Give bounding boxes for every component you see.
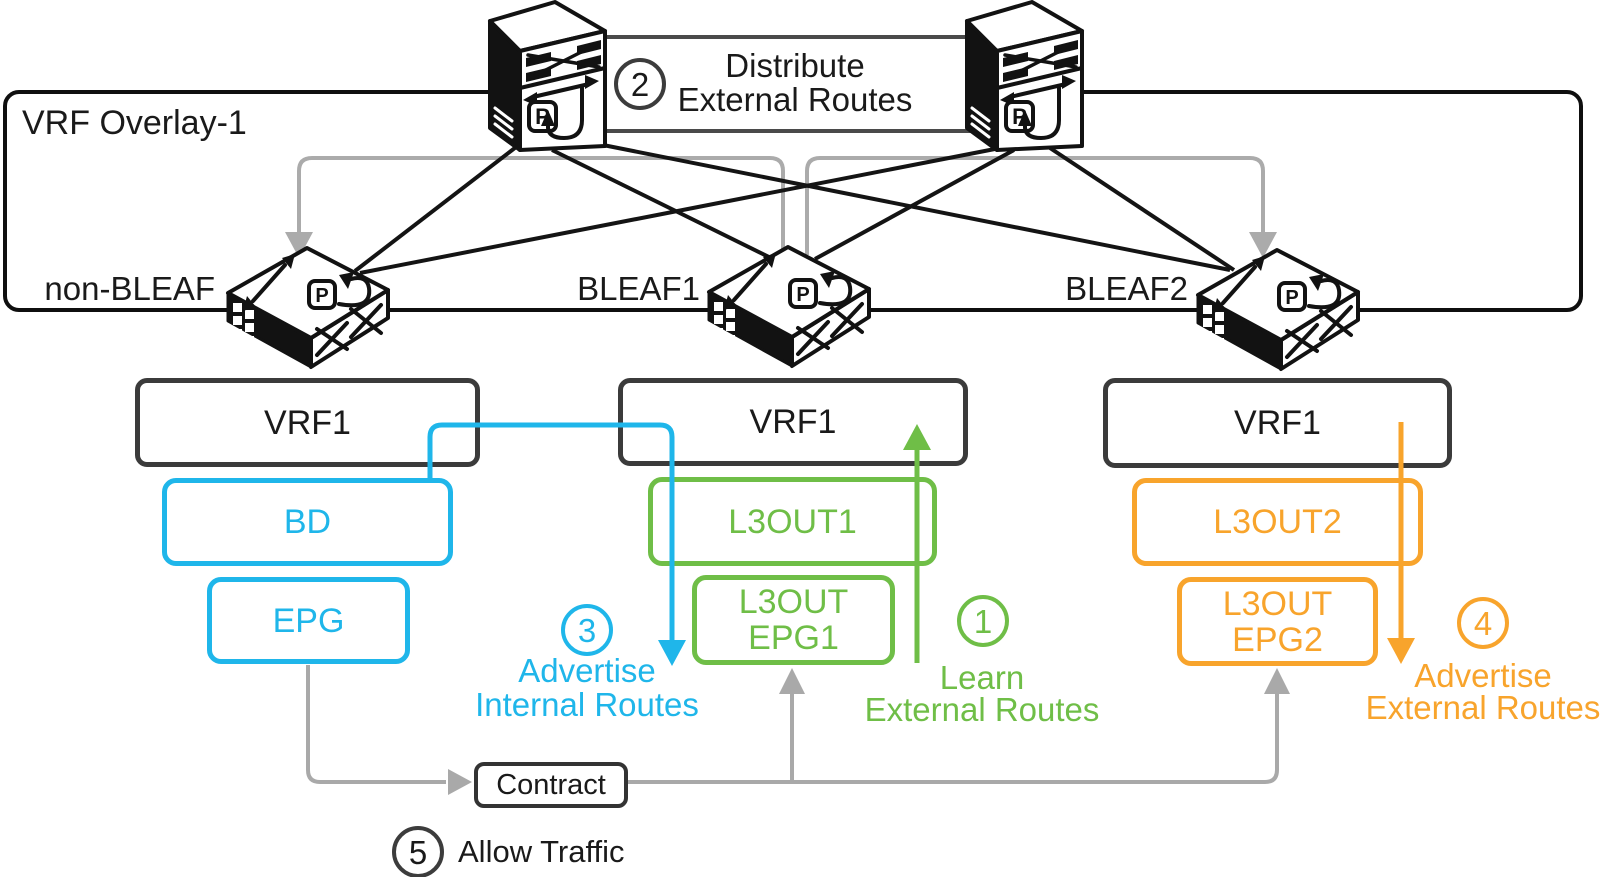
vrf1-box-bleaf1: VRF1 [618,378,968,466]
step-3-text-line1: Advertise [518,652,656,689]
step-1-text-line2: External Routes [864,691,1100,728]
vrf-overlay-label: VRF Overlay-1 [22,104,247,142]
l3out-epg1-line2: EPG1 [748,619,839,657]
gray-up-arrow-icon [779,668,805,694]
leaf-label-bleaf2: BLEAF2 [1065,270,1188,307]
l3out-epg2-box: L3OUT EPG2 [1177,577,1378,666]
contract-box: Contract [474,762,628,808]
step-3-badge: 3 [561,604,613,656]
gray-up-arrow-icon [1264,668,1290,694]
l3out-epg2-line2: EPG2 [1232,620,1323,659]
leaf-label-non-bleaf: non-BLEAF [44,270,215,307]
l3out-epg1-line1: L3OUT [738,583,849,621]
l3out2-box: L3OUT2 [1132,478,1423,566]
l3out-epg1-box: L3OUT EPG1 [692,575,895,665]
vrf1-box-non-bleaf: VRF1 [135,378,480,467]
step-4-text-line2: External Routes [1365,689,1600,726]
step-4-text-line1: Advertise [1414,657,1552,694]
epg-box: EPG [207,577,410,664]
step-1-badge: 1 [957,595,1009,647]
step-3-text-line2: Internal Routes [475,686,699,723]
step-5-text: Allow Traffic [458,834,625,869]
vrf1-box-bleaf2: VRF1 [1103,378,1452,468]
bd-box: BD [162,478,453,566]
l3out1-box: L3OUT1 [648,477,937,566]
l3out-epg2-line1: L3OUT [1222,584,1333,623]
gray-right-arrow-icon [448,769,472,795]
step-2-text-line1: Distribute [725,47,865,84]
step-2-badge: 2 [614,58,666,110]
leaf-label-bleaf1: BLEAF1 [577,270,700,307]
step-2-text-line2: External Routes [677,81,913,118]
step-1-text-line1: Learn [939,659,1025,696]
step-4-badge: 4 [1457,597,1509,649]
step-5-badge: 5 [392,826,444,877]
